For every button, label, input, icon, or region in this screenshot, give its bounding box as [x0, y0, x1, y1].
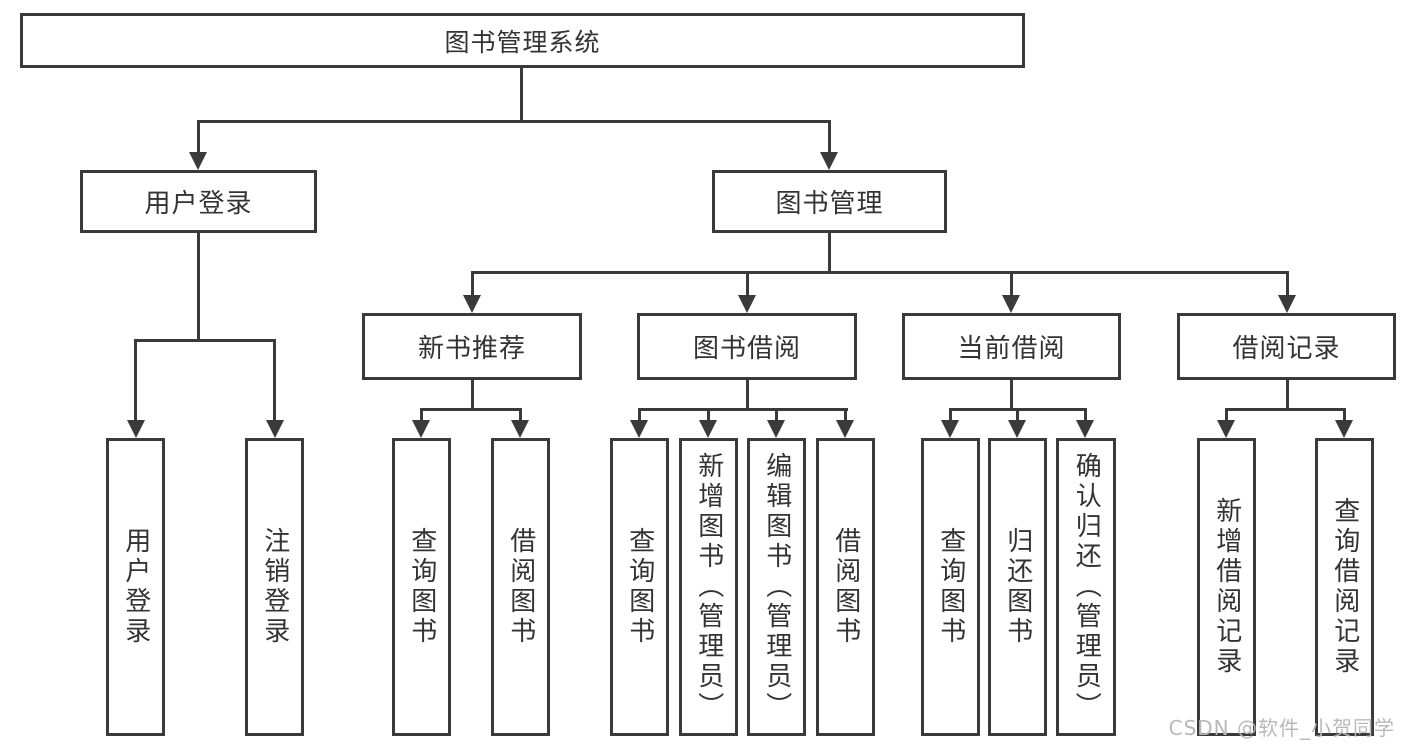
leaf-add-books-admin: 新增图书（管理员）: [679, 438, 738, 736]
connector-line: [420, 408, 522, 411]
connector-line: [1225, 408, 1346, 411]
arrow-down-icon: [699, 420, 717, 438]
arrow-down-icon: [412, 420, 430, 438]
leaf-recommend-borrow-books: 借阅图书: [491, 438, 550, 736]
connector-line: [471, 271, 1289, 274]
connector-line: [471, 380, 474, 408]
connector-line: [638, 408, 848, 411]
connector-line: [471, 271, 474, 297]
leaf-confirm-return-admin: 确认归还（管理员）: [1056, 438, 1116, 736]
leaf-add-borrow-record: 新增借阅记录: [1197, 438, 1256, 736]
arrow-down-icon: [941, 420, 959, 438]
arrow-down-icon: [1008, 420, 1026, 438]
connector-line: [1016, 408, 1019, 422]
arrow-down-icon: [767, 420, 785, 438]
leaf-borrow-query-books-label: 查询图书: [624, 527, 655, 647]
connector-line: [134, 339, 276, 342]
arrow-down-icon: [1335, 420, 1353, 438]
leaf-recommend-borrow-books-label: 借阅图书: [505, 527, 536, 647]
node-user-login-label: 用户登录: [144, 189, 253, 219]
leaf-confirm-return-admin-label: 确认归还（管理员）: [1071, 452, 1102, 722]
connector-line: [707, 408, 710, 422]
arrow-down-icon: [630, 420, 648, 438]
arrow-down-icon: [1217, 420, 1235, 438]
connector-line: [828, 120, 831, 154]
arrow-down-icon: [836, 420, 854, 438]
connector-line: [775, 408, 778, 422]
arrow-down-icon: [511, 420, 529, 438]
connector-line: [1225, 408, 1228, 422]
arrow-down-icon: [127, 420, 145, 438]
leaf-add-borrow-record-label: 新增借阅记录: [1211, 497, 1242, 677]
connector-line: [1084, 408, 1087, 422]
leaf-logout-label: 注销登录: [259, 527, 290, 647]
connector-line: [520, 68, 523, 120]
leaf-user-login-label: 用户登录: [120, 527, 151, 647]
connector-line: [420, 408, 423, 422]
arrow-down-icon: [463, 295, 481, 313]
connector-line: [828, 233, 831, 271]
node-borrow-records: 借阅记录: [1177, 313, 1396, 380]
node-root: 图书管理系统: [20, 13, 1025, 68]
leaf-borrow-books: 借阅图书: [816, 438, 875, 736]
leaf-current-query-books-label: 查询图书: [935, 527, 966, 647]
node-book-borrow-label: 图书借阅: [692, 334, 801, 364]
connector-line: [1010, 380, 1013, 408]
connector-line: [134, 339, 137, 422]
arrow-down-icon: [1002, 295, 1020, 313]
connector-line: [1010, 271, 1013, 297]
leaf-borrow-query-books: 查询图书: [610, 438, 669, 736]
connector-line: [197, 120, 831, 123]
node-user-login: 用户登录: [80, 170, 317, 233]
connector-line: [197, 120, 200, 154]
node-root-label: 图书管理系统: [444, 27, 601, 57]
node-book-management: 图书管理: [712, 170, 947, 233]
leaf-return-books-label: 归还图书: [1002, 527, 1033, 647]
arrow-down-icon: [820, 152, 838, 170]
node-new-book-recommend: 新书推荐: [362, 313, 582, 380]
leaf-query-borrow-record-label: 查询借阅记录: [1329, 497, 1360, 677]
connector-line: [1286, 380, 1289, 408]
connector-line: [746, 271, 749, 297]
arrow-down-icon: [266, 420, 284, 438]
arrow-down-icon: [1076, 420, 1094, 438]
leaf-borrow-books-label: 借阅图书: [830, 527, 861, 647]
arrow-down-icon: [189, 152, 207, 170]
leaf-query-borrow-record: 查询借阅记录: [1315, 438, 1374, 736]
leaf-add-books-admin-label: 新增图书（管理员）: [693, 452, 724, 722]
node-current-borrow-label: 当前借阅: [957, 334, 1066, 364]
connector-line: [1343, 408, 1346, 422]
leaf-logout: 注销登录: [245, 438, 304, 736]
node-borrow-records-label: 借阅记录: [1232, 334, 1341, 364]
connector-line: [519, 408, 522, 422]
leaf-recommend-query-books-label: 查询图书: [406, 527, 437, 647]
leaf-return-books: 归还图书: [988, 438, 1047, 736]
leaf-edit-books-admin-label: 编辑图书（管理员）: [761, 452, 792, 722]
node-book-management-label: 图书管理: [775, 189, 884, 219]
connector-line: [273, 339, 276, 422]
connector-line: [746, 380, 749, 408]
connector-line: [949, 408, 952, 422]
connector-line: [638, 408, 641, 422]
node-book-borrow: 图书借阅: [637, 313, 857, 380]
arrow-down-icon: [738, 295, 756, 313]
node-new-book-recommend-label: 新书推荐: [417, 334, 526, 364]
node-current-borrow: 当前借阅: [902, 313, 1121, 380]
leaf-current-query-books: 查询图书: [921, 438, 980, 736]
leaf-user-login: 用户登录: [106, 438, 165, 736]
connector-line: [1286, 271, 1289, 297]
watermark: CSDN @软件_小贺同学: [1168, 716, 1395, 740]
leaf-edit-books-admin: 编辑图书（管理员）: [747, 438, 806, 736]
arrow-down-icon: [1278, 295, 1296, 313]
connector-line: [844, 408, 847, 422]
leaf-recommend-query-books: 查询图书: [392, 438, 451, 736]
connector-line: [197, 233, 200, 339]
